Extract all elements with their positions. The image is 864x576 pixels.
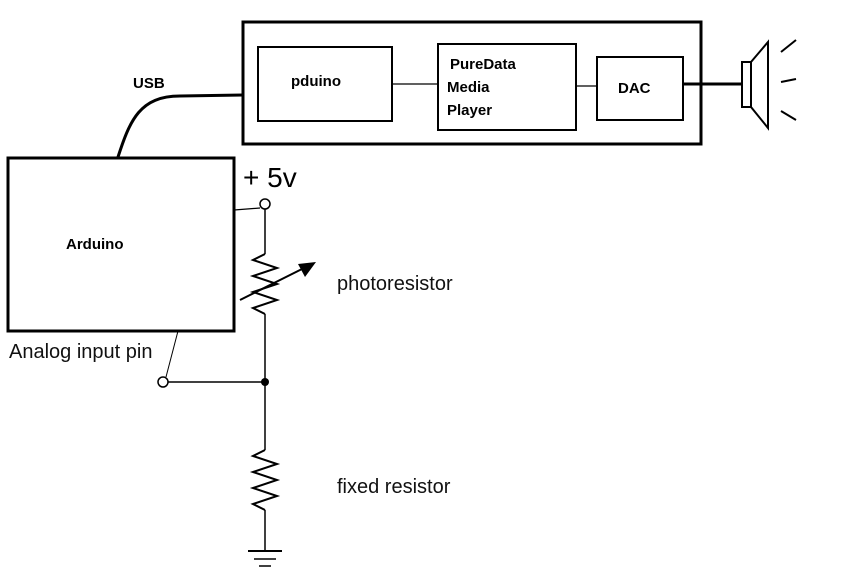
pduino-label: pduino [291,73,341,90]
puredata-block [437,43,577,131]
wire-arduino-analog [165,330,179,378]
wire-arduino-5v [233,207,261,211]
dac-block [596,56,684,121]
speaker-icon [741,39,797,131]
usb-label: USB [133,75,165,92]
photoresistor-symbol [249,253,281,315]
fixed-resistor-label: fixed resistor [337,476,451,498]
voltage-label: + 5v [243,162,297,193]
puredata-label-line3: Player [447,102,492,119]
terminal-5v [259,198,271,210]
analog-input-label: Analog input pin [9,341,152,363]
terminal-analog [157,376,169,388]
arduino-block [6,156,236,333]
dac-label: DAC [618,80,651,97]
usb-cable [116,93,244,158]
fixed-resistor-symbol [249,449,281,511]
ground-icon [248,550,282,567]
puredata-label-line1: PureData [450,56,517,73]
photoresistor-label: photoresistor [337,273,453,295]
photoresistor-arrow-head [298,262,316,277]
photoresistor-arrow-shaft [239,267,305,301]
arduino-label: Arduino [66,236,124,253]
puredata-label-line2: Media [447,79,490,96]
